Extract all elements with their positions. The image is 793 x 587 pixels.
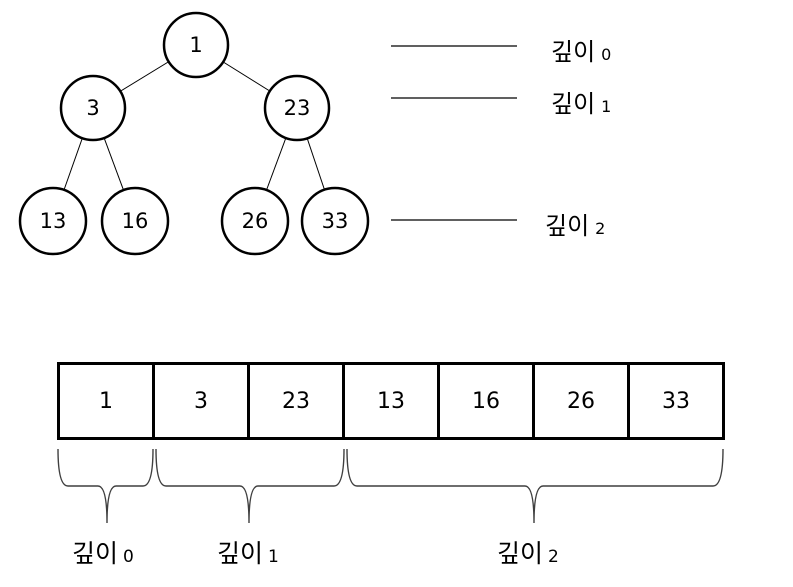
depth-legend-label: 깊이: [545, 212, 590, 240]
tree-node-circle: [100, 186, 170, 256]
binary-tree-diagram: [18, 11, 517, 256]
underbrace-depth-0: [57, 448, 154, 524]
tree-node-value: 3: [86, 96, 100, 120]
depth-group-label-number: 0: [123, 547, 134, 567]
tree-node-value: 1: [189, 33, 203, 57]
tree-node-value: 33: [321, 209, 349, 233]
array-cell-0: 1: [60, 365, 155, 437]
depth-legend-number: 0: [601, 45, 612, 64]
array-cell-value: 16: [472, 388, 500, 414]
array-cell-5: 26: [535, 365, 630, 437]
tree-node-circle: [300, 186, 370, 256]
underbrace-depth-2: [346, 448, 724, 524]
depth-legend-item-2: 깊이 2: [545, 206, 605, 241]
depth-legend-label: 깊이: [551, 38, 596, 66]
depth-legend-item-0: 깊이 0: [551, 32, 611, 67]
depth-legend-label: 깊이: [551, 90, 596, 118]
depth-legend-item-1: 깊이 1: [551, 84, 611, 119]
tree-node-circle: [59, 74, 127, 142]
array-cell-value: 1: [99, 388, 113, 414]
depth-group-label-number: 2: [548, 547, 559, 567]
depth-guide-lines: [391, 45, 517, 221]
depth-group-label-text: 깊이: [72, 539, 119, 568]
tree-node-value: 13: [39, 209, 67, 233]
array-cell-value: 13: [377, 388, 405, 414]
tree-node-circle: [18, 186, 88, 256]
depth-group-label-text: 깊이: [497, 539, 544, 568]
array-cell-value: 33: [662, 388, 690, 414]
array-cell-6: 33: [630, 365, 722, 437]
array-cell-3: 13: [345, 365, 440, 437]
depth-legend-number: 2: [595, 219, 606, 238]
array-cell-value: 23: [282, 388, 310, 414]
depth-legend-number: 1: [601, 97, 612, 116]
tree-node-value: 26: [241, 209, 269, 233]
tree-node-circle: [162, 11, 230, 79]
array-cell-1: 3: [155, 365, 250, 437]
depth-group-braces: [57, 448, 724, 524]
array-cell-value: 3: [194, 388, 208, 414]
tree-node-circle: [220, 186, 290, 256]
underbrace-depth-1: [155, 448, 345, 524]
tree-node-circles: [18, 11, 370, 256]
tree-node-value: 23: [283, 96, 311, 120]
array-cell-4: 16: [440, 365, 535, 437]
depth-group-label-text: 깊이: [217, 539, 264, 568]
array-representation: 1 3 23 13 16 26 33: [57, 362, 725, 440]
tree-node-value: 16: [121, 209, 149, 233]
array-cell-value: 26: [567, 388, 595, 414]
array-cell-2: 23: [250, 365, 345, 437]
tree-node-circle: [263, 74, 331, 142]
depth-group-label-number: 1: [268, 547, 279, 567]
